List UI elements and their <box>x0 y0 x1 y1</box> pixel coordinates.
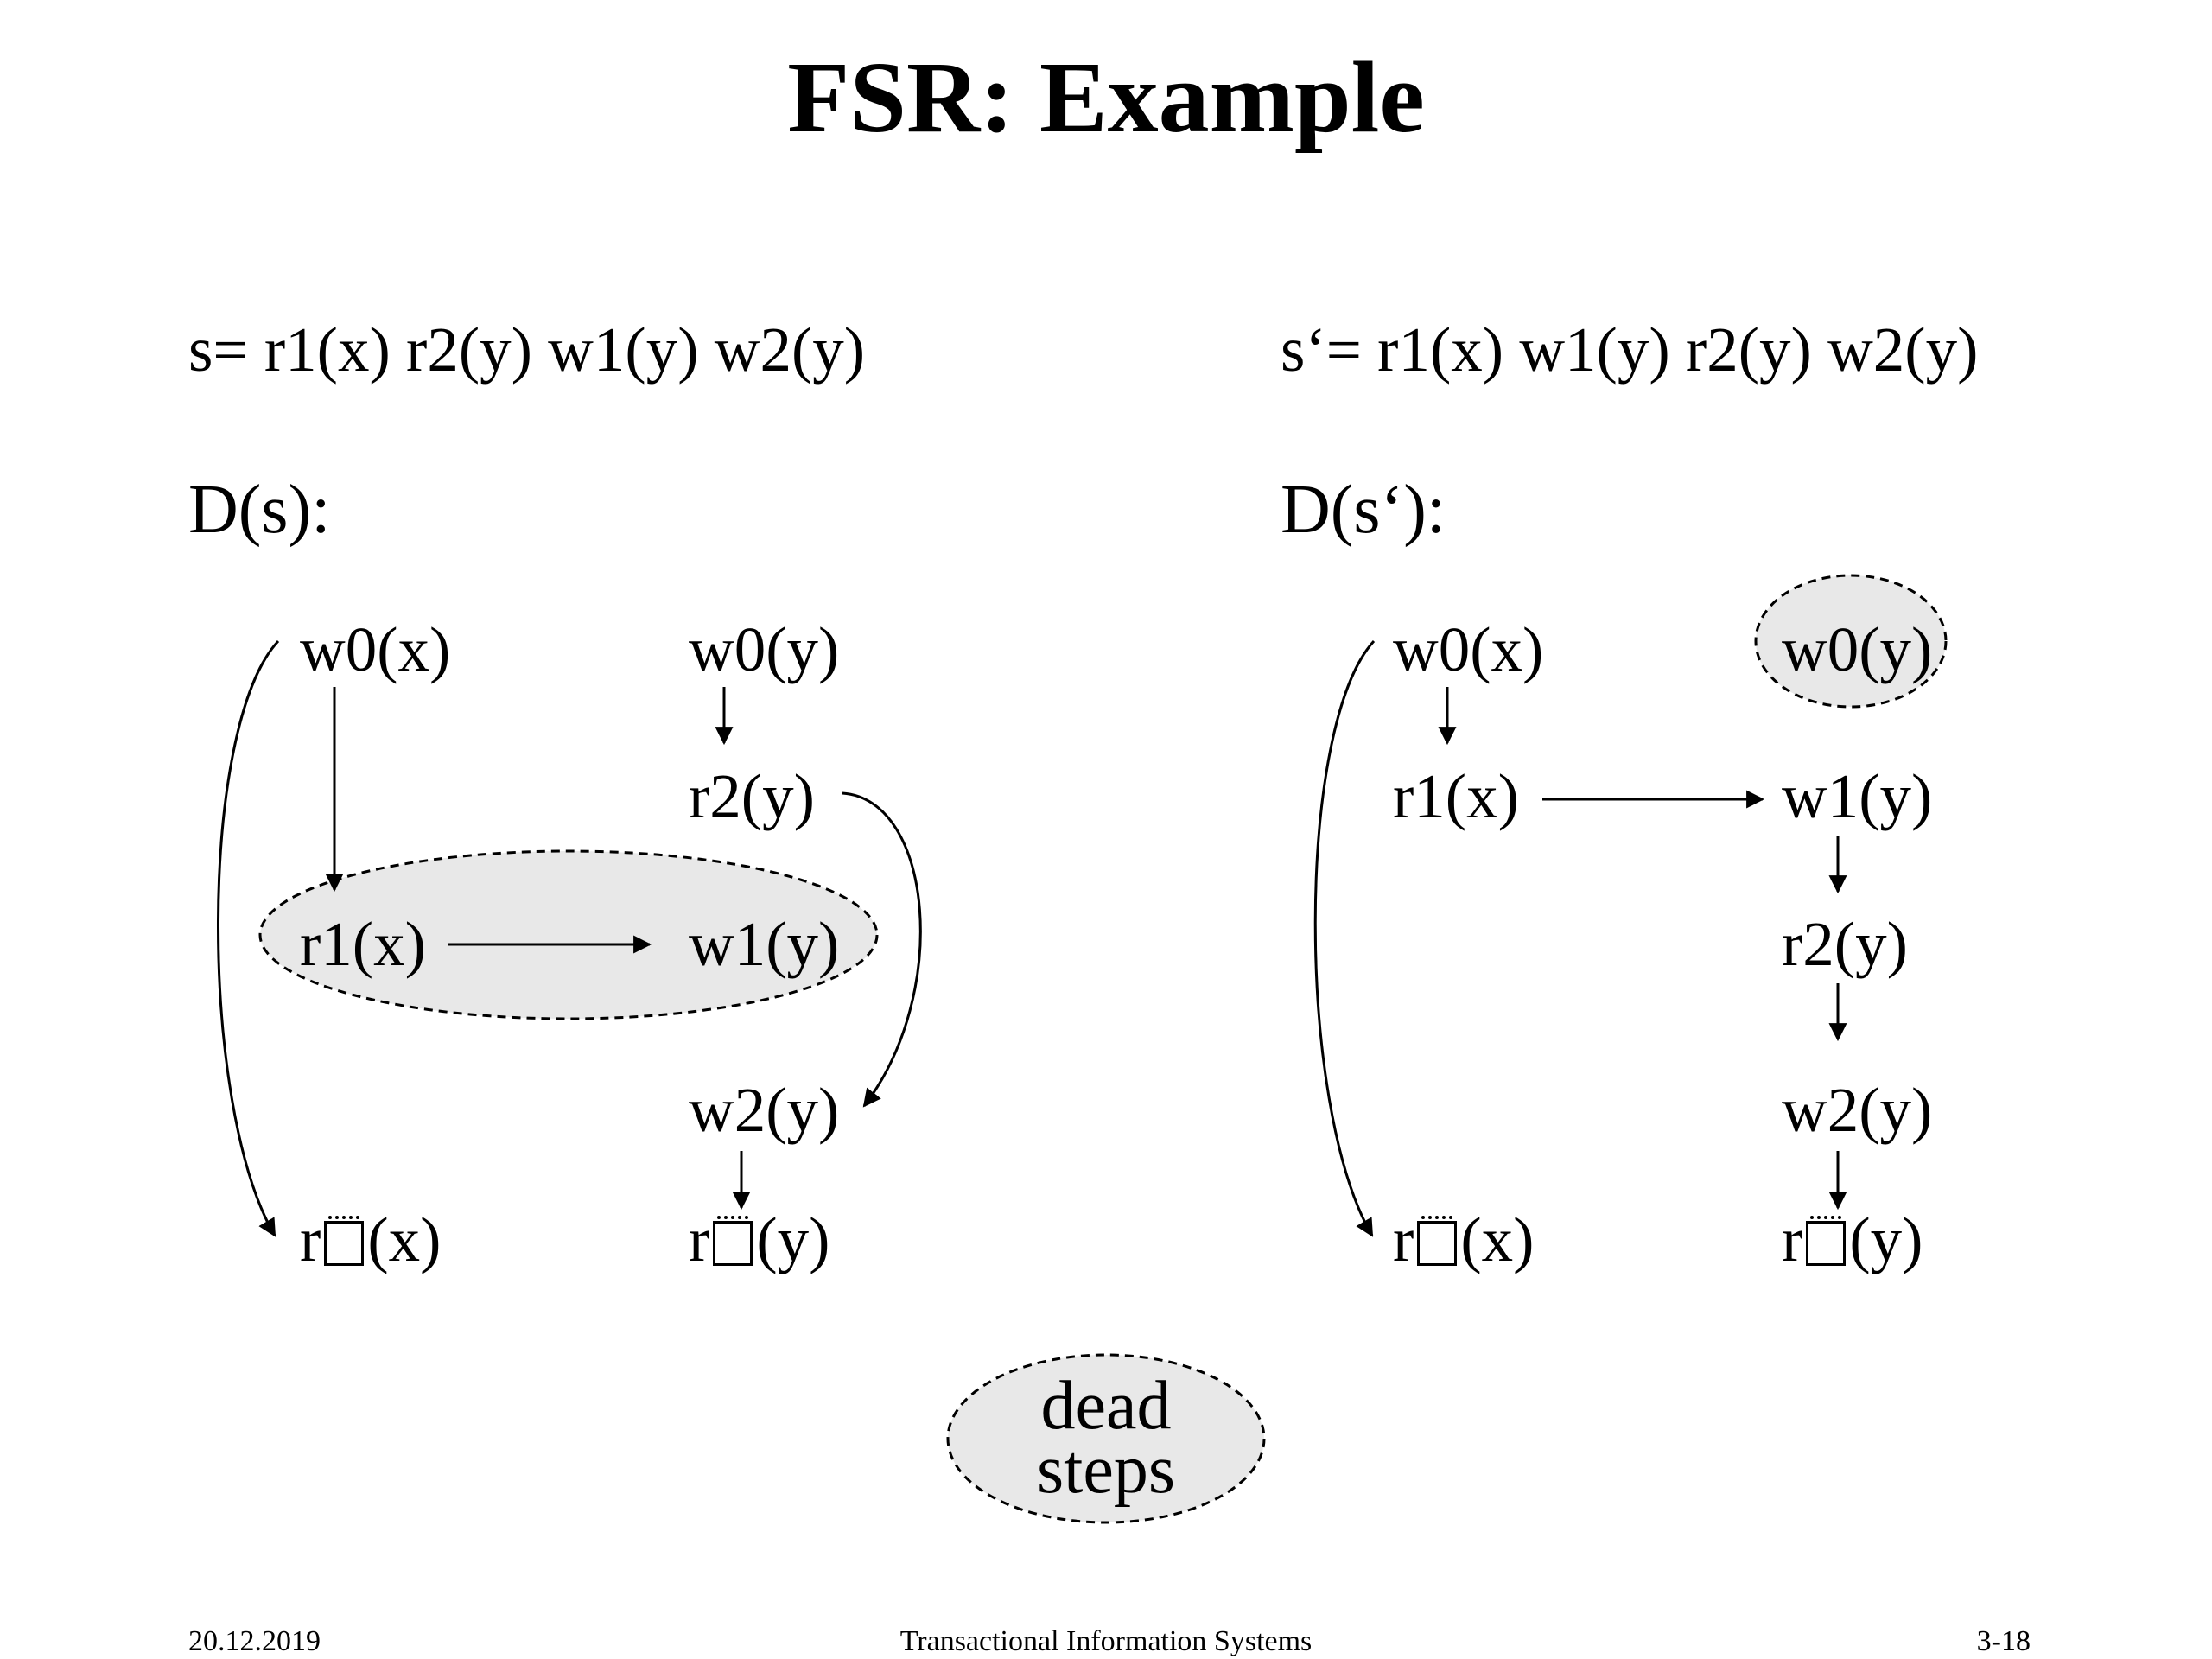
left-edge-r2y-w2y <box>842 791 922 1108</box>
right-edge-w0x-rinfx <box>1313 639 1376 1237</box>
slide-title: FSR: Example <box>787 41 1425 154</box>
infinity-box-icon <box>1417 1216 1458 1266</box>
infinity-box-icon <box>324 1216 365 1266</box>
right-rinf-x-arg: (x) <box>1460 1205 1535 1274</box>
right-node-rinf-x: r (x) <box>1393 1205 1534 1274</box>
dead-steps-label: dead steps <box>946 1368 1266 1508</box>
left-node-rinf-x: r (x) <box>300 1205 441 1274</box>
left-node-w0x: w0(x) <box>300 614 451 684</box>
infinity-box-icon <box>1806 1216 1847 1266</box>
right-node-r2y: r2(y) <box>1782 909 1908 979</box>
right-node-w0x: w0(x) <box>1393 614 1544 684</box>
right-node-w2y: w2(y) <box>1782 1075 1933 1145</box>
right-node-w1y: w1(y) <box>1782 761 1933 831</box>
left-rinf-y-arg: (y) <box>756 1205 830 1274</box>
left-rinf-x-arg: (x) <box>367 1205 442 1274</box>
right-rinf-y-arg: (y) <box>1849 1205 1923 1274</box>
dead-steps-line1: dead <box>1040 1368 1172 1444</box>
right-node-r1x: r1(x) <box>1393 761 1519 831</box>
right-rinf-y-r: r <box>1782 1205 1803 1274</box>
footer-course: Transactional Information Systems <box>899 1625 1313 1657</box>
left-node-r2y: r2(y) <box>689 761 815 831</box>
dead-steps-ellipse <box>946 1353 1266 1524</box>
left-rinf-x-r: r <box>300 1205 321 1274</box>
left-schedule: s= r1(x) r2(y) w1(y) w2(y) <box>188 315 866 385</box>
left-dead-steps-highlight <box>258 849 879 1020</box>
right-graph-label: D(s‘): <box>1281 472 1446 548</box>
left-edge-w0x-rinfx <box>217 639 280 1237</box>
dead-steps-line2: steps <box>1037 1432 1175 1508</box>
right-schedule: s‘= r1(x) w1(y) r2(y) w2(y) <box>1281 315 1979 385</box>
right-node-w0y: w0(y) <box>1782 614 1933 684</box>
left-node-w2y: w2(y) <box>689 1075 840 1145</box>
left-node-w1y: w1(y) <box>689 909 840 979</box>
infinity-box-icon <box>713 1216 753 1266</box>
right-w0y-highlight <box>1754 574 1948 709</box>
right-rinf-x-r: r <box>1393 1205 1414 1274</box>
left-node-r1x: r1(x) <box>300 909 426 979</box>
left-node-w0y: w0(y) <box>689 614 840 684</box>
left-graph-label: D(s): <box>188 472 331 548</box>
footer-page-number: 3-18 <box>1976 1625 2031 1657</box>
right-node-rinf-y: r (y) <box>1782 1205 1923 1274</box>
footer-date: 20.12.2019 <box>188 1625 321 1657</box>
left-node-rinf-y: r (y) <box>689 1205 830 1274</box>
left-rinf-y-r: r <box>689 1205 710 1274</box>
